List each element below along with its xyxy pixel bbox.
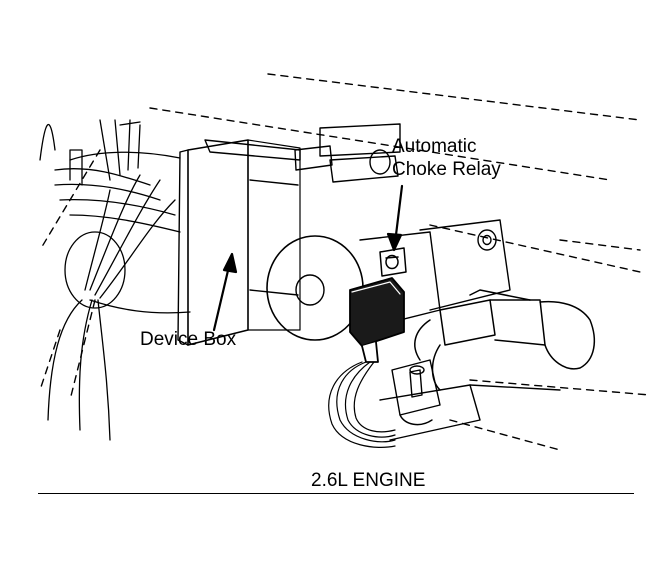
relay-wires [328,361,396,448]
automatic-choke-relay-label-line2: Choke Relay [392,159,501,180]
relay-bracket [379,247,407,277]
device-box-label: Device Box [140,329,237,350]
wiring-harness [39,119,191,441]
lower-bracket [379,359,561,441]
automatic-choke-relay-label-line1: Automatic [392,136,477,157]
caption-divider [38,493,634,494]
body-panel-lines [39,73,651,451]
figure-caption: 2.6L ENGINE [311,470,426,491]
device-box [177,139,301,346]
relay-leader-arrow [386,184,404,252]
upper-bracket [204,123,401,183]
hose-assembly [414,289,596,391]
device-box-leader-arrow [212,252,238,332]
choke-relay [349,277,405,363]
